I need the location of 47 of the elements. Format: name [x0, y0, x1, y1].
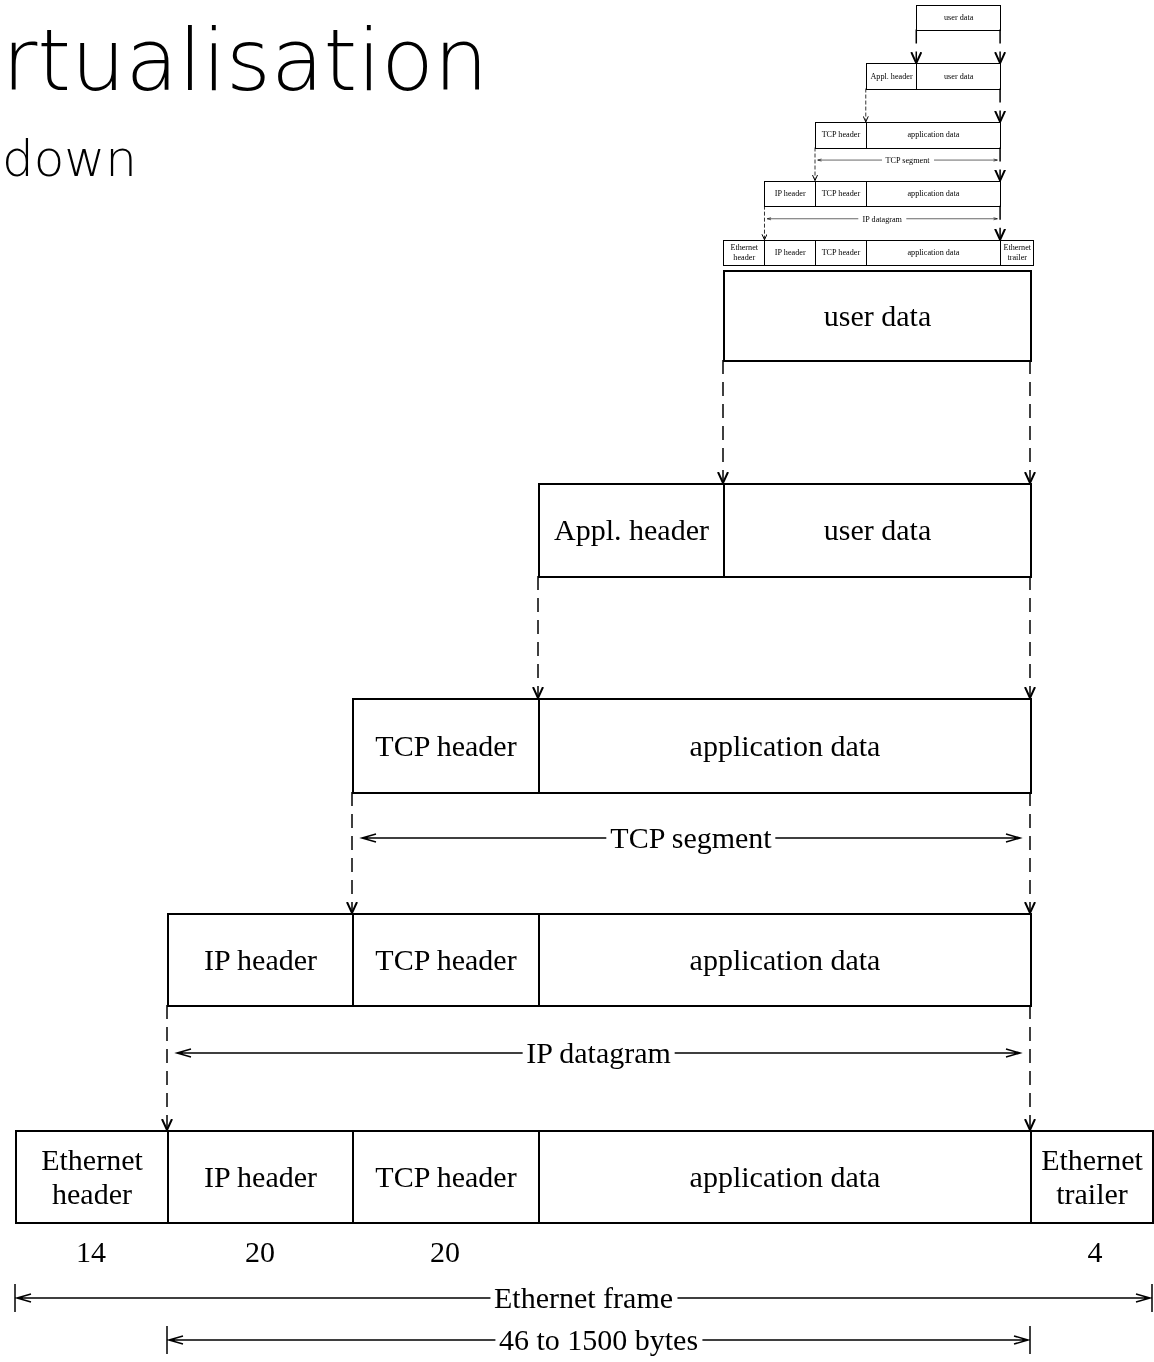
- packet-field-box: user data: [916, 63, 1002, 90]
- packet-field-box: TCP header: [352, 913, 540, 1007]
- packet-field-box: user data: [723, 483, 1032, 578]
- dashed-arrow: [1024, 1004, 1036, 1131]
- packet-field-box: TCP header: [815, 239, 867, 266]
- packet-field-box: user data: [723, 270, 1032, 362]
- dashed-arrow: [161, 1004, 173, 1131]
- packet-field-box: Ethernet header: [15, 1130, 169, 1224]
- packet-field-box: TCP header: [352, 698, 540, 794]
- byte-count: 4: [1087, 1235, 1103, 1269]
- packet-field-box: application data: [538, 1130, 1032, 1224]
- dashed-arrow: [994, 28, 1007, 65]
- byte-count: 14: [76, 1235, 106, 1269]
- byte-count: 20: [245, 1235, 275, 1269]
- dashed-arrow: [1024, 575, 1036, 699]
- packet-field-box: Ethernet trailer: [1000, 239, 1035, 266]
- packet-field-box: Appl. header: [538, 483, 725, 578]
- packet-field-box: Appl. header: [865, 63, 918, 90]
- dimension-label: IP datagram: [858, 214, 906, 224]
- packet-field-box: application data: [865, 180, 1002, 207]
- packet-field-box: TCP header: [815, 121, 867, 149]
- dashed-arrow: [1024, 359, 1036, 484]
- packet-field-box: Ethernet trailer: [1030, 1130, 1154, 1224]
- packet-field-box: TCP header: [815, 180, 867, 207]
- packet-field-box: TCP header: [352, 1130, 540, 1224]
- packet-field-box: application data: [865, 239, 1002, 266]
- title: rtualisation: [2, 10, 489, 110]
- packet-field-box: user data: [916, 5, 1002, 31]
- packet-field-box: application data: [538, 698, 1032, 794]
- dimension-label: TCP segment: [881, 155, 934, 165]
- packet-field-box: IP header: [167, 1130, 354, 1224]
- subtitle: down: [2, 130, 137, 188]
- dashed-arrow: [994, 146, 1007, 182]
- packet-field-box: IP header: [764, 180, 816, 207]
- dashed-arrow: [994, 204, 1007, 241]
- packet-field-box: Ethernet header: [723, 239, 766, 266]
- dashed-arrow: [994, 87, 1007, 123]
- dashed-arrow: [717, 359, 729, 484]
- packet-field-box: IP header: [167, 913, 354, 1007]
- dashed-arrow: [910, 28, 923, 65]
- byte-count: 20: [430, 1235, 460, 1269]
- packet-field-box: IP header: [764, 239, 816, 266]
- dashed-arrow: [532, 575, 544, 699]
- dashed-arrow: [346, 791, 358, 914]
- dashed-arrow: [1024, 791, 1036, 914]
- packet-field-box: application data: [538, 913, 1032, 1007]
- packet-field-box: application data: [865, 121, 1002, 149]
